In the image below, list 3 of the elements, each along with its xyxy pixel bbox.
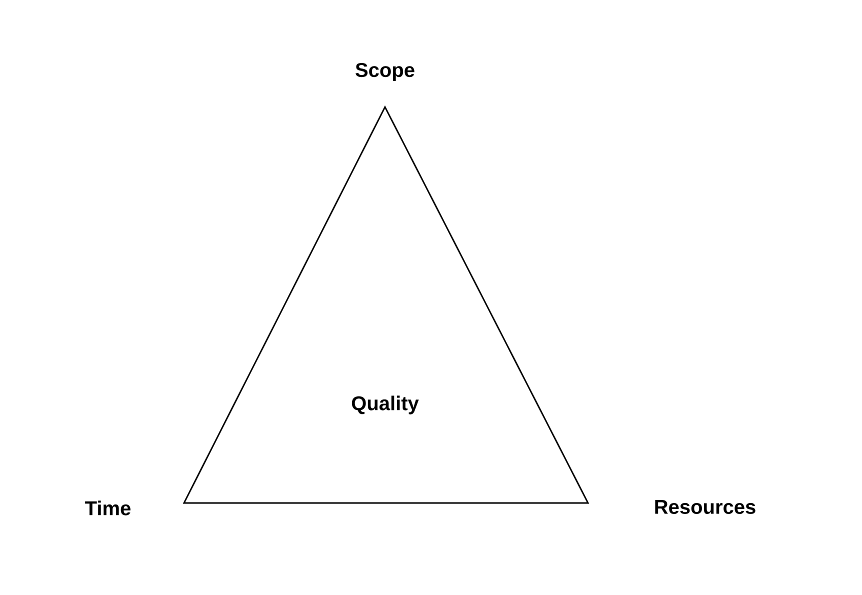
vertex-label: Resources bbox=[655, 500, 756, 514]
vertex-label: Scope bbox=[356, 62, 414, 82]
vertex-label: Time bbox=[85, 500, 130, 516]
